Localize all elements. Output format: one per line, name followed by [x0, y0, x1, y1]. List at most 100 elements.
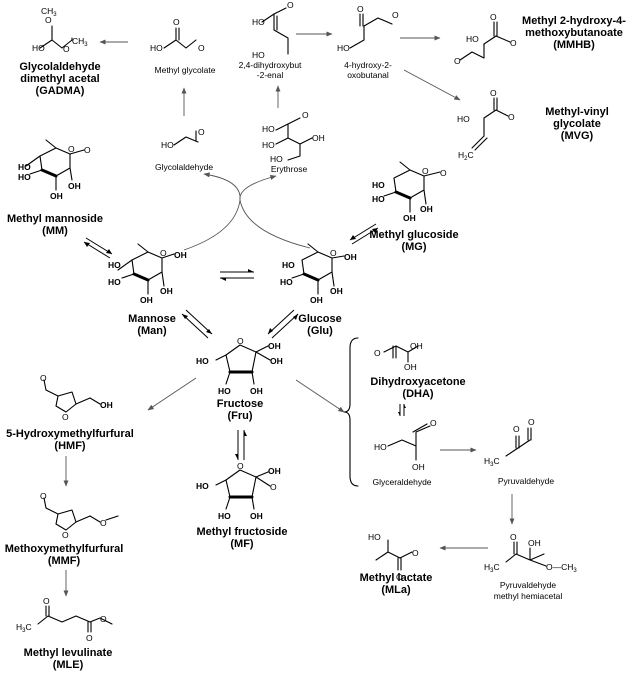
glu-oh1: OH	[310, 295, 323, 305]
glyceraldehyde-label: Glyceraldehyde	[372, 477, 431, 487]
pyr-h3c: H3C	[484, 456, 500, 468]
glu-label-1: Glucose	[298, 313, 341, 325]
mglyc-ho: HO	[150, 43, 163, 53]
glyald-ho: HO	[161, 140, 174, 150]
reaction-arrows	[63, 31, 515, 597]
dha-structure: O OH OH	[374, 341, 423, 372]
mle-label-2: (MLE)	[53, 659, 84, 671]
mmhb-o1: O	[490, 12, 497, 22]
pyrh-label-2: methyl hemiacetal	[494, 591, 563, 601]
mvg-label-1: Methyl-vinyl	[545, 106, 609, 118]
mmhb-label-3: (MMHB)	[553, 39, 595, 51]
glu-ho2: HO	[280, 277, 293, 287]
glucose-structure: HO HO OH OH O OH	[280, 243, 357, 305]
gadma-methyl-right: CH3	[72, 36, 88, 48]
fru-oh1: OH	[268, 341, 281, 351]
mvg-ho: HO	[457, 114, 470, 124]
mf-ho1: HO	[196, 481, 209, 491]
mm-structure: HO HO OH OH O O	[18, 139, 91, 201]
mm-ho1: HO	[18, 162, 31, 172]
mg-oh2: OH	[420, 204, 433, 214]
fru-ho2: HO	[218, 386, 231, 396]
mg-oh1: OH	[403, 213, 416, 223]
mg-o-ring: O	[422, 166, 429, 176]
mmf-label-2: (MMF)	[48, 555, 81, 567]
glu-ho1: HO	[282, 260, 295, 270]
mm-label-2: (MM)	[42, 225, 68, 237]
ery-oh: OH	[312, 133, 325, 143]
glyal-ho: HO	[374, 442, 387, 452]
ery-ho1: HO	[262, 124, 275, 134]
hob-label-1: 4-hydroxy-2-	[344, 60, 392, 70]
mg-ome: O	[440, 168, 447, 178]
mf-o-ring: O	[237, 461, 244, 471]
fru-oh3: OH	[250, 386, 263, 396]
methyl-glycolate-label: Methyl glycolate	[155, 65, 216, 75]
gadma-methyl-top: CH3	[41, 6, 57, 18]
man-oh2: OH	[160, 286, 173, 296]
glyald-o: O	[198, 127, 205, 137]
gadma-ch3-top: O	[45, 15, 52, 25]
glyceraldehyde-structure: HO O OH	[374, 418, 437, 472]
mvg-label-2: glycolate	[553, 118, 601, 130]
fru-ho1: HO	[196, 356, 209, 366]
glyal-o: O	[430, 418, 437, 428]
mmhb-o3: O	[454, 56, 461, 66]
mvg-structure: O O HO H2C	[457, 88, 515, 162]
mvg-o2: O	[508, 112, 515, 122]
hmf-o-ald: O	[40, 373, 47, 383]
mmf-o-ring: O	[62, 530, 69, 540]
mm-oh2: OH	[68, 181, 81, 191]
mmhb-structure: O O HO O	[454, 12, 517, 66]
mf-oh1: OH	[268, 466, 281, 476]
mla-structure: HO O O	[368, 532, 419, 582]
dha-o: O	[374, 348, 381, 358]
methyl-glycolate-structure: HO O O	[150, 17, 205, 53]
pyrh-label-1: Pyruvaldehyde	[500, 580, 557, 590]
mle-o3: O	[100, 614, 107, 624]
mglyc-o: O	[173, 17, 180, 27]
arrow-fru-to-trioses	[295, 379, 345, 413]
ery-ho2: HO	[262, 140, 275, 150]
man-oh3: OH	[174, 250, 187, 260]
group-brace	[343, 337, 359, 487]
pyrh-och3: O—CH3	[546, 562, 577, 574]
pyruvaldehyde-structure: O O H3C	[484, 417, 535, 468]
mmhb-label-1: Methyl 2-hydroxy-4-	[522, 15, 626, 27]
arrow-man-to-glyald	[183, 172, 241, 251]
mg-label-2: (MG)	[401, 241, 426, 253]
equilibrium-arrows	[83, 223, 406, 460]
arrow-fru-to-hmf	[147, 377, 197, 411]
mm-o-ring: O	[68, 144, 75, 154]
mf-ome: O	[270, 482, 277, 492]
hob-label-2: oxobutanal	[347, 70, 389, 80]
mla-ho: HO	[368, 532, 381, 542]
glu-label-2: (Glu)	[307, 325, 333, 337]
pyr-hemiacetal-structure: O OH O—CH3 H3C	[484, 532, 577, 574]
fru-o-ring: O	[237, 336, 244, 346]
mm-oh1: OH	[50, 191, 63, 201]
man-label-1: Mannose	[128, 313, 176, 325]
pyr-o2: O	[528, 417, 535, 427]
glu-oh3: OH	[344, 252, 357, 262]
mla-o2: O	[412, 548, 419, 558]
fru-label-2: (Fru)	[227, 410, 252, 422]
hmf-structure: O O OH	[40, 373, 113, 422]
pyr-o1: O	[513, 424, 520, 434]
mla-o1: O	[396, 572, 403, 582]
mm-label-1: Methyl mannoside	[7, 213, 103, 225]
man-ho2: HO	[108, 277, 121, 287]
dhbe-ho2: HO	[252, 50, 265, 60]
glyal-oh: OH	[412, 462, 425, 472]
mle-structure: O O O H3C	[16, 596, 113, 643]
mmhb-ho: HO	[466, 34, 479, 44]
mmhb-label-2: methoxybutanoate	[525, 27, 623, 39]
gadma-structure: HO O CH3 O CH3	[32, 6, 88, 54]
hydroxyoxobutanal-structure: O O HO	[337, 4, 399, 53]
man-ho1: HO	[108, 260, 121, 270]
pyruvaldehyde-label: Pyruvaldehyde	[498, 476, 555, 486]
fru-oh2: OH	[270, 356, 283, 366]
dhbe-label-2: -2-enal	[257, 70, 284, 80]
